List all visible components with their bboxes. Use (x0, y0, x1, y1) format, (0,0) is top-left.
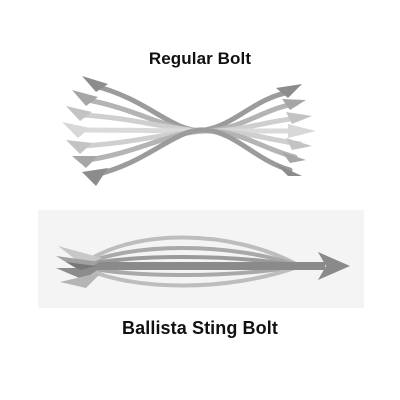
arrowhead-icon (82, 168, 108, 186)
regular-bolt-left-heads (62, 76, 108, 186)
arrowhead-icon (288, 124, 316, 138)
arrowhead-icon (66, 262, 96, 270)
arrowhead-icon (286, 138, 312, 150)
regular-bolt-shaft (92, 127, 293, 178)
arrowhead-icon (60, 272, 102, 288)
arrowhead-icon (82, 76, 108, 92)
ballista-sting-bolt-diagram (56, 235, 350, 288)
regular-bolt-label: Regular Bolt (148, 49, 252, 68)
ballista-sting-bolt-label: Ballista Sting Bolt (122, 318, 278, 338)
regular-bolt-right-heads (276, 84, 316, 176)
regular-bolt-shaft (85, 97, 298, 134)
arrowhead-icon (72, 156, 98, 168)
arrowhead-icon (72, 90, 98, 106)
arrowhead-icon (276, 164, 302, 176)
arrowhead-icon (318, 252, 350, 280)
arrowhead-icon (66, 140, 92, 154)
arrowhead-icon (282, 152, 306, 163)
ballista-left-heads (56, 246, 102, 288)
arrowhead-icon (56, 268, 100, 280)
arrowhead-icon (62, 122, 90, 138)
arrowhead-icon (276, 84, 302, 98)
arrowhead-icon (282, 99, 306, 110)
arrowhead-icon (286, 112, 312, 124)
arrowhead-icon (66, 106, 92, 121)
ballista-shaft (78, 264, 302, 288)
regular-bolt-diagram (62, 76, 316, 186)
ballista-main-shaft (80, 262, 325, 270)
ballista-shaft (78, 235, 302, 268)
